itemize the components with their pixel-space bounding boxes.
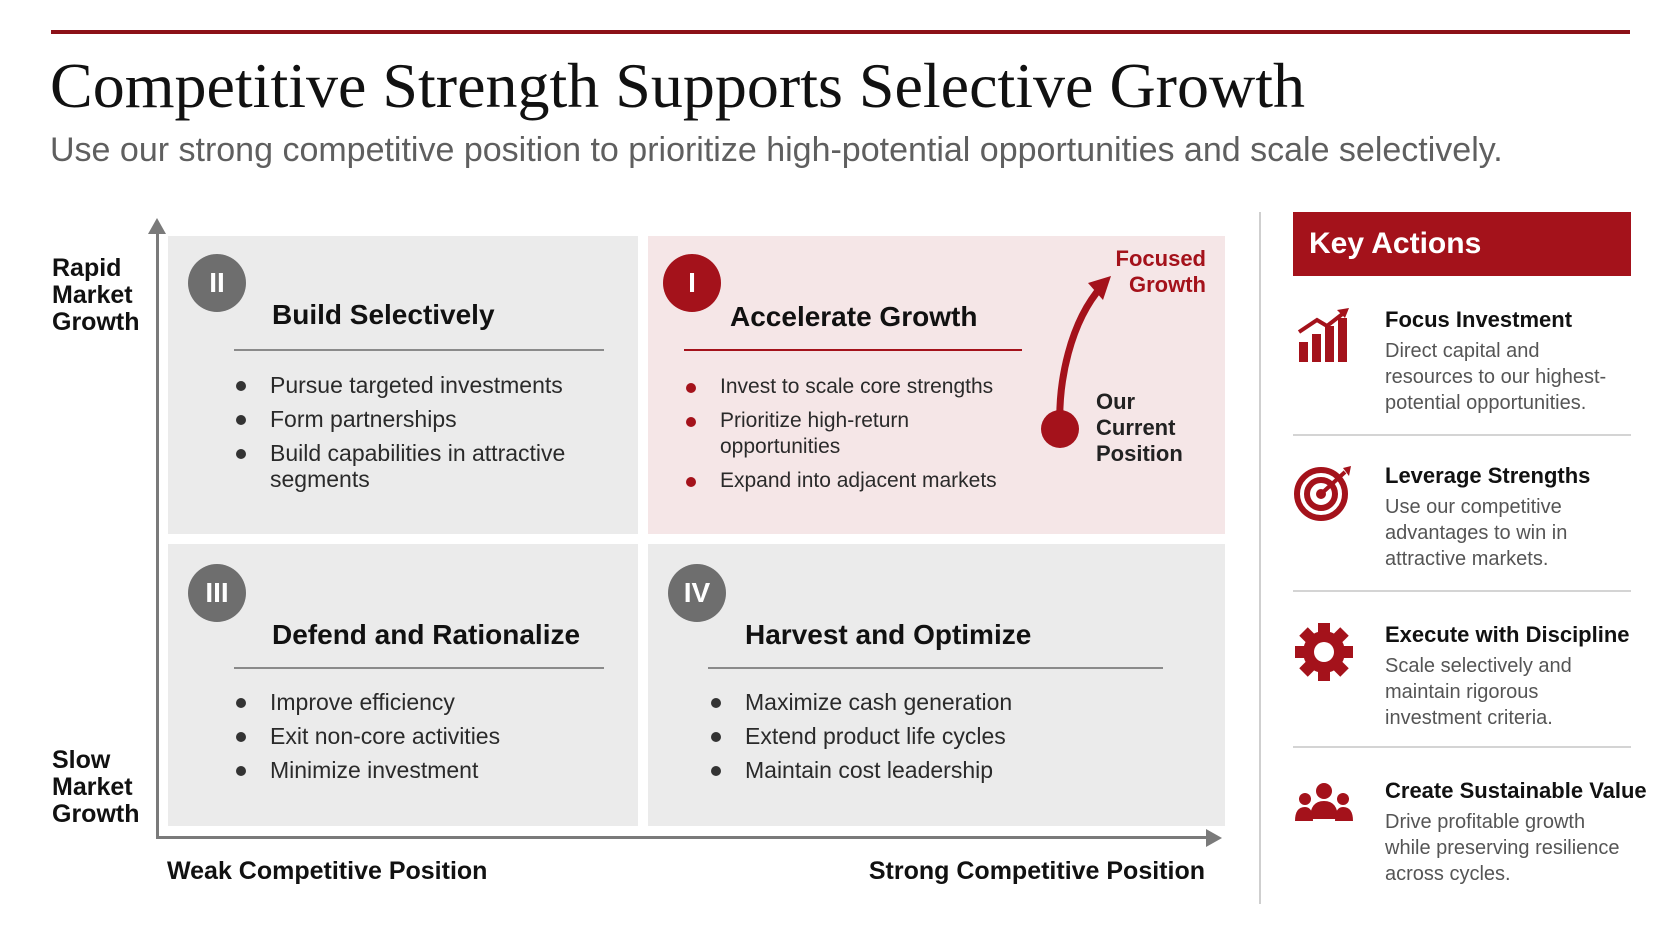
quadrant-bullet-list: Invest to scale core strengths Prioritiz… [686, 374, 1016, 502]
quadrant-title: Harvest and Optimize [745, 619, 1032, 650]
action-description: Use our competitive advantages to win in… [1385, 496, 1568, 570]
quadrant-harvest-and-optimize: IV Harvest and Optimize Maximize cash ge… [648, 544, 1225, 826]
list-item: Maintain cost leadership [711, 757, 1151, 783]
page-subtitle: Use our strong competitive position to p… [50, 131, 1503, 169]
y-axis-line [156, 228, 159, 838]
growth-arrow [1041, 276, 1111, 448]
x-axis-arrowhead [1206, 829, 1222, 847]
list-item: Expand into adjacent markets [686, 468, 1016, 494]
quadrant-divider [684, 349, 1022, 351]
focused-growth-label: Focused Growth [1115, 246, 1206, 297]
quadrant-build-selectively: II Build Selectively Pursue targeted inv… [168, 236, 638, 534]
target-icon [1294, 466, 1351, 521]
team-icon [1295, 783, 1353, 821]
quadrant-accelerate-growth: I Accelerate Growth Invest to scale core… [648, 236, 1225, 534]
quadrant-numeral-badge: IV [668, 564, 726, 622]
quadrant-title: Accelerate Growth [730, 301, 978, 332]
x-axis-line [156, 836, 1208, 839]
list-item: Exit non-core activities [236, 723, 576, 749]
quadrant-divider [234, 349, 604, 351]
quadrant-numeral-badge: III [188, 564, 246, 622]
key-actions-header: Key Actions [1293, 212, 1631, 276]
quadrant-bullet-list: Improve efficiency Exit non-core activit… [236, 689, 576, 791]
quadrant-title: Build Selectively [272, 299, 495, 330]
list-item: Form partnerships [236, 406, 576, 432]
action-description: Direct capital and resources to our high… [1385, 340, 1607, 414]
action-divider [1293, 590, 1631, 592]
list-item: Prioritize high-return opportunities [686, 408, 1016, 460]
quadrant-numeral-badge: II [188, 254, 246, 312]
list-item: Extend product life cycles [711, 723, 1151, 749]
action-title: Focus Investment [1385, 307, 1573, 332]
current-position-label: Our Current Position [1096, 389, 1183, 466]
quadrant-title: Defend and Rationalize [272, 619, 581, 650]
list-item: Minimize investment [236, 757, 576, 783]
top-accent-rule [51, 30, 1630, 34]
list-item: Build capabilities in attractive segment… [236, 440, 576, 492]
panel-divider [1259, 212, 1261, 904]
action-description: Drive profitable growth while preserving… [1385, 811, 1620, 885]
quadrant-bullet-list: Pursue targeted investments Form partner… [236, 372, 576, 500]
x-axis-right-label: Strong Competitive Position [868, 857, 1205, 885]
action-divider [1293, 746, 1631, 748]
action-divider [1293, 434, 1631, 436]
y-axis-bottom-label: Slow Market Growth [52, 746, 140, 828]
bar-chart-icon [1297, 308, 1349, 362]
quadrant-bullet-list: Maximize cash generation Extend product … [711, 689, 1151, 791]
current-position-marker [1041, 410, 1079, 448]
list-item: Improve efficiency [236, 689, 576, 715]
quadrant-divider [234, 667, 604, 669]
quadrant-divider [708, 667, 1163, 669]
action-title: Execute with Discipline [1385, 622, 1630, 647]
action-title: Leverage Strengths [1385, 463, 1591, 488]
action-description: Scale selectively and maintain rigorous … [1385, 655, 1572, 729]
quadrant-defend-and-rationalize: III Defend and Rationalize Improve effic… [168, 544, 638, 826]
gear-icon [1295, 623, 1353, 681]
x-axis-left-label: Weak Competitive Position [167, 857, 488, 885]
list-item: Maximize cash generation [711, 689, 1151, 715]
action-title: Create Sustainable Value [1385, 778, 1647, 803]
page-title: Competitive Strength Supports Selective … [50, 50, 1305, 121]
list-item: Invest to scale core strengths [686, 374, 1016, 400]
key-actions-title: Key Actions [1309, 227, 1482, 260]
y-axis-arrowhead [148, 218, 166, 234]
list-item: Pursue targeted investments [236, 372, 576, 398]
y-axis-top-label: Rapid Market Growth [52, 254, 140, 336]
quadrant-numeral-badge: I [663, 254, 721, 312]
